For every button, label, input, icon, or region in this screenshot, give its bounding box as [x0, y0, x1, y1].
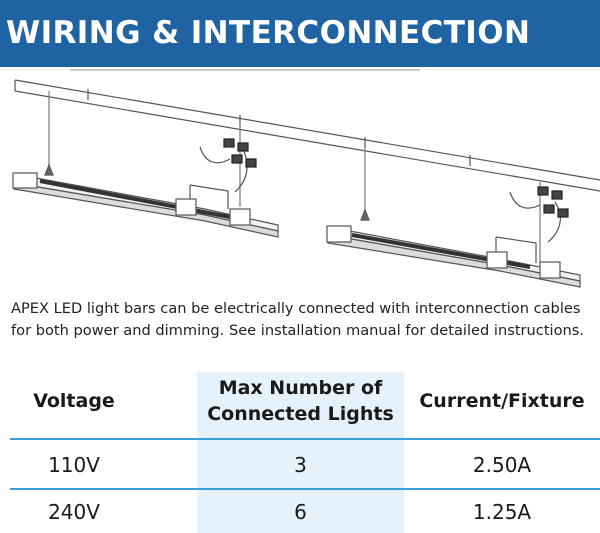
light-bar-left — [12, 91, 279, 238]
description-text: APEX LED light bars can be electrically … — [11, 300, 585, 339]
wiring-illustration — [12, 69, 600, 288]
light-bar-right — [326, 148, 581, 288]
header-voltage: Voltage — [33, 390, 115, 412]
row-110v-voltage: 110V — [48, 453, 100, 477]
table-rule — [10, 438, 600, 440]
connectors-left — [223, 138, 257, 168]
row-240v-current: 1.25A — [472, 500, 532, 524]
header-current: Current/Fixture — [419, 390, 585, 412]
connectors-right — [537, 186, 569, 218]
table-rule — [10, 488, 600, 490]
header-max-lights: Max Number of Connected Lights — [207, 377, 394, 425]
row-110v-current: 2.50A — [472, 453, 532, 477]
row-240v-max-lights: 6 — [294, 500, 307, 524]
row-110v-max-lights: 3 — [294, 453, 307, 477]
page-header: WIRING & INTERCONNECTION — [0, 0, 600, 67]
spec-table: Voltage Max Number of Connected Lights C… — [0, 372, 600, 533]
max-lights-column-shade — [197, 372, 404, 533]
support-rail — [14, 69, 600, 192]
page-title: WIRING & INTERCONNECTION — [6, 15, 531, 51]
row-240v-voltage: 240V — [48, 500, 100, 524]
